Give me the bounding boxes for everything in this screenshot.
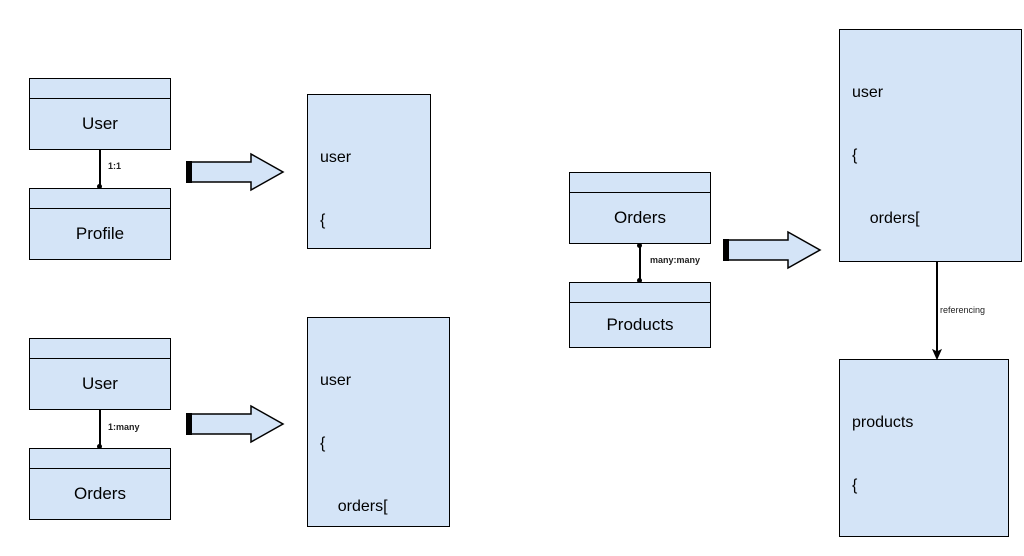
arrow-body — [188, 152, 285, 192]
relation-line-manytomany — [639, 244, 641, 281]
relation-label-1tomany: 1:many — [108, 422, 140, 432]
arrow-tail-bar — [186, 161, 192, 183]
entity-label: Orders — [614, 207, 666, 227]
entity-box-user-2[interactable]: User — [29, 338, 171, 410]
entity-body: Orders — [570, 193, 710, 243]
entity-body: Products — [570, 303, 710, 347]
relation-endpoint-dot — [97, 184, 102, 189]
document-panel-2[interactable]: user { orders[ {order_1}, {order_2} ] } — [307, 317, 450, 527]
entity-label: User — [82, 373, 118, 393]
document-panel-3[interactable]: user { orders[ {order_1: {product_1: pro… — [839, 29, 1022, 262]
code-line: { — [320, 435, 326, 452]
entity-box-orders-right[interactable]: Orders — [569, 172, 711, 244]
arrow-body — [188, 404, 285, 444]
referencing-line — [936, 262, 938, 352]
document-code-2: user { orders[ {order_1}, {order_2} ] } — [320, 328, 413, 526]
entity-body: Profile — [30, 209, 170, 259]
code-line: orders[ — [320, 498, 388, 515]
entity-header-strip — [570, 283, 710, 303]
transform-arrow-1 — [186, 152, 285, 192]
relation-endpoint-dot-top — [637, 243, 642, 248]
entity-box-products[interactable]: Products — [569, 282, 711, 348]
entity-label: User — [82, 113, 118, 133]
code-line: { — [320, 212, 326, 229]
document-code-4: products { product_1: { }, product_2: { … — [852, 370, 951, 536]
transform-arrow-2 — [186, 404, 285, 444]
code-line: user — [852, 84, 884, 101]
referencing-label: referencing — [940, 305, 986, 315]
entity-header-strip — [570, 173, 710, 193]
code-line: user — [320, 372, 352, 389]
arrow-body — [725, 230, 822, 270]
entity-body: User — [30, 359, 170, 409]
entity-label: Profile — [75, 223, 125, 243]
document-panel-1[interactable]: user { profile{ } } — [307, 94, 431, 249]
relation-label-1to1: 1:1 — [108, 161, 122, 171]
entity-label: Orders — [74, 483, 126, 503]
arrow-tail-bar — [186, 413, 192, 435]
entity-label: Products — [606, 314, 674, 334]
document-code-3: user { orders[ {order_1: {product_1: pro… — [852, 40, 973, 261]
relation-line-1to1 — [99, 150, 101, 187]
entity-box-orders-left[interactable]: Orders — [29, 448, 171, 520]
transform-arrow-3 — [723, 230, 822, 270]
entity-header-strip — [30, 189, 170, 209]
code-line: { — [852, 147, 858, 164]
relation-endpoint-dot — [97, 444, 102, 449]
relation-line-1tomany — [99, 410, 101, 447]
relation-endpoint-dot-bottom — [637, 278, 642, 283]
entity-header-strip — [30, 339, 170, 359]
document-code-1: user { profile{ } } — [320, 105, 387, 248]
entity-body: Orders — [30, 469, 170, 519]
entity-box-profile[interactable]: Profile — [29, 188, 171, 260]
entity-box-user-1[interactable]: User — [29, 78, 171, 150]
referencing-arrowhead — [931, 348, 943, 360]
code-line: user — [320, 149, 352, 166]
code-line: { — [852, 477, 858, 494]
entity-header-strip — [30, 449, 170, 469]
relation-label-manytomany: many:many — [650, 255, 701, 265]
document-panel-4[interactable]: products { product_1: { }, product_2: { … — [839, 359, 1009, 537]
code-line: orders[ — [852, 210, 920, 227]
entity-header-strip — [30, 79, 170, 99]
arrow-tail-bar — [723, 239, 729, 261]
code-line: products — [852, 414, 914, 431]
entity-body: User — [30, 99, 170, 149]
